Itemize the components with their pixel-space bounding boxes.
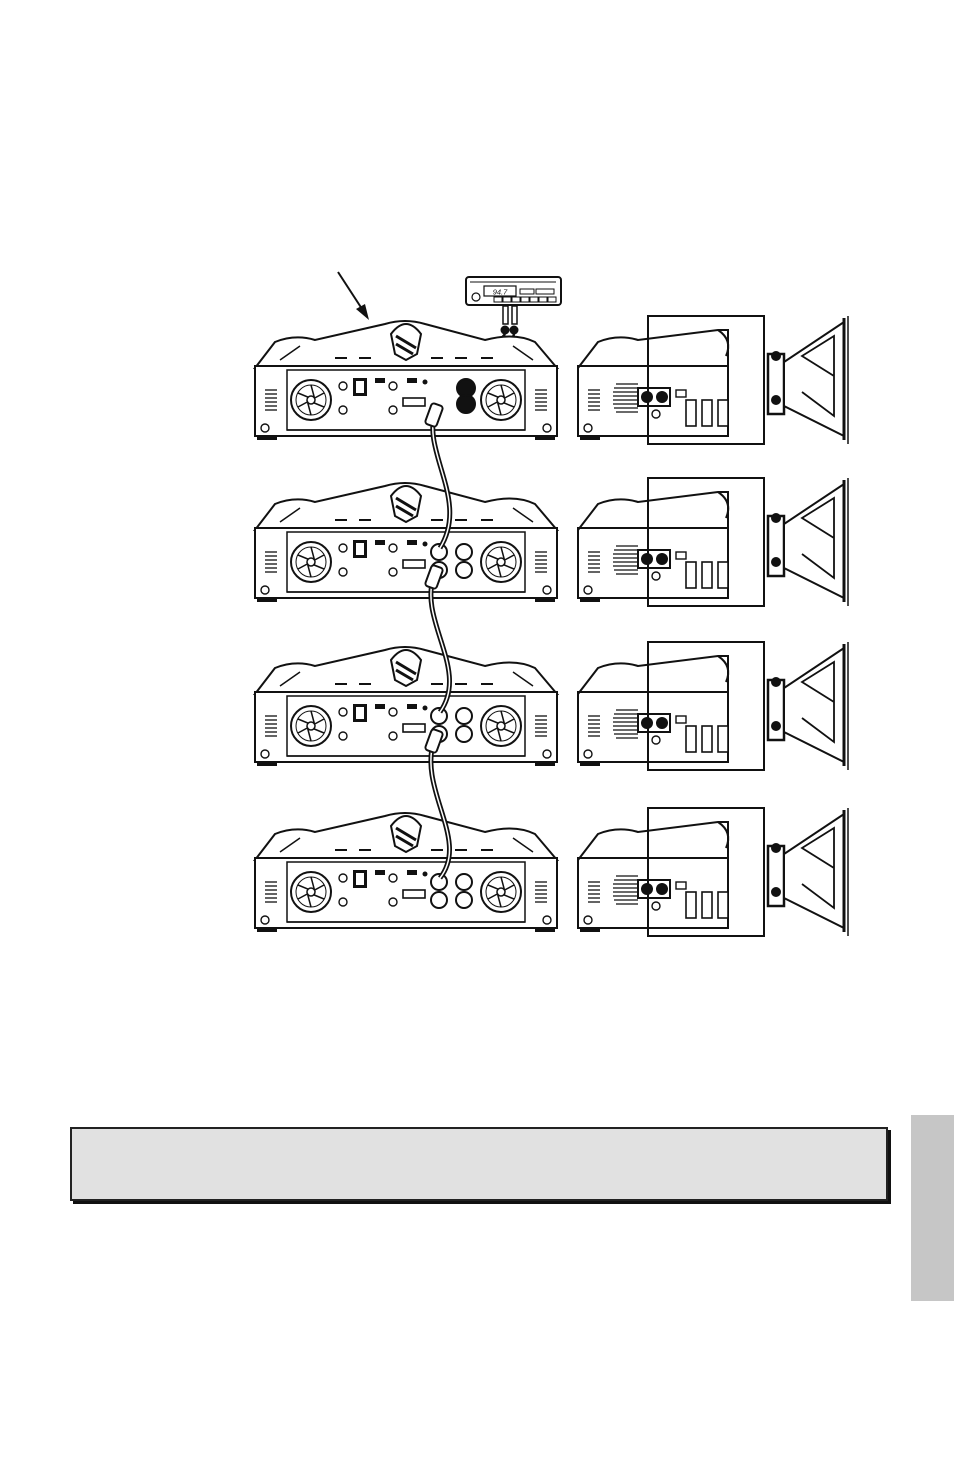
amp-side-view-1 — [578, 316, 848, 444]
amplifier-4 — [255, 813, 557, 932]
amp-side-view-3 — [578, 642, 848, 770]
section-tab — [911, 1115, 954, 1301]
speaker-icon — [768, 316, 848, 444]
amp-side-view-4 — [578, 808, 848, 936]
speaker-icon — [768, 808, 848, 936]
head-unit-display-text: 94.7 — [493, 288, 508, 297]
amplifier-1 — [255, 321, 557, 440]
note-box — [70, 1127, 888, 1201]
speaker-icon — [768, 478, 848, 606]
head-unit: 94.7 — [466, 277, 561, 335]
amplifier-3 — [255, 647, 557, 766]
speaker-icon — [768, 642, 848, 770]
amplifier-2 — [255, 483, 557, 602]
amp-side-view-2 — [578, 478, 848, 606]
arrow-icon — [338, 272, 369, 320]
